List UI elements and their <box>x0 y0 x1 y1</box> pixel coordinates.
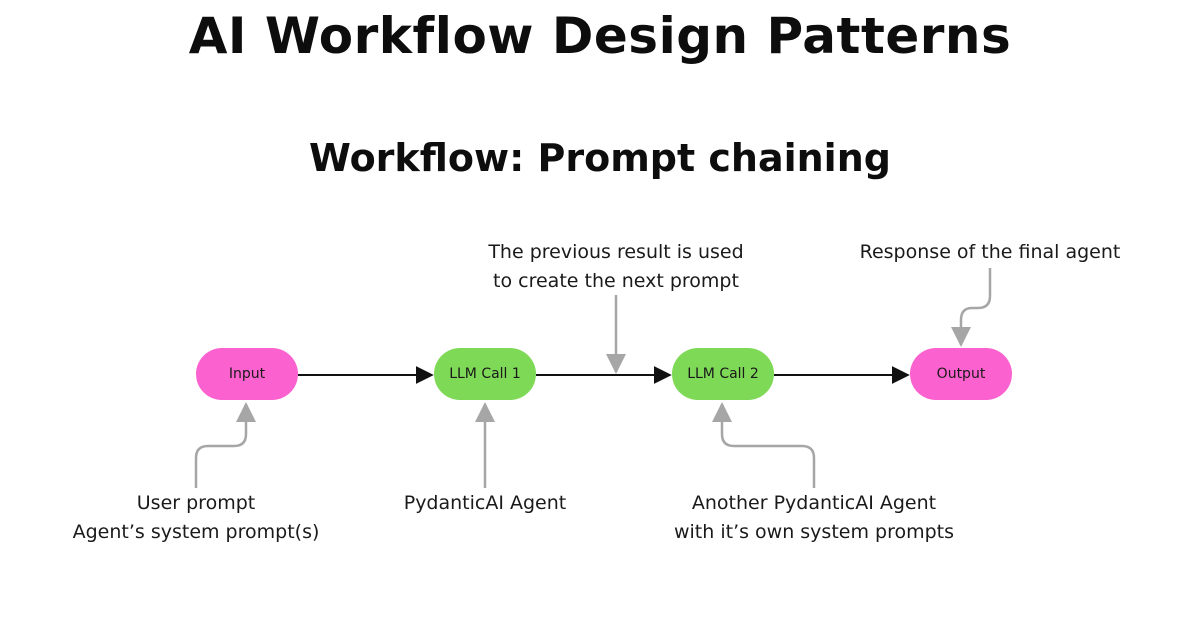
annotation-arrow-final-response <box>951 268 992 347</box>
annotation-line: to create the next prompt <box>493 270 739 292</box>
annotation-line: Response of the final agent <box>859 241 1121 263</box>
annotation-line: Another PydanticAI Agent <box>691 492 937 514</box>
annotation-agent: PydanticAI Agent <box>335 489 635 518</box>
annotation-user-prompt: User prompt Agent’s system prompt(s) <box>46 489 346 547</box>
annotation-line: with it’s own system prompts <box>673 521 955 543</box>
annotation-final-response: Response of the final agent <box>840 238 1140 267</box>
llm-call-2-node: LLM Call 2 <box>672 348 774 400</box>
annotation-arrow-user-prompt <box>194 402 256 488</box>
workflow-subtitle: Workflow: Prompt chaining <box>309 136 891 180</box>
annotation-arrow-another-agent <box>712 402 816 488</box>
annotation-line: The previous result is used <box>488 241 744 263</box>
annotation-previous-result: The previous result is used to create th… <box>466 238 766 296</box>
annotation-another-agent: Another PydanticAI Agent with it’s own s… <box>644 489 984 547</box>
annotation-line: User prompt <box>136 492 256 514</box>
annotation-line: Agent’s system prompt(s) <box>72 521 320 543</box>
output-node: Output <box>910 348 1012 400</box>
page-title: AI Workflow Design Patterns <box>188 7 1012 65</box>
annotation-line: PydanticAI Agent <box>403 492 567 514</box>
llm-call-1-node: LLM Call 1 <box>434 348 536 400</box>
input-node: Input <box>196 348 298 400</box>
